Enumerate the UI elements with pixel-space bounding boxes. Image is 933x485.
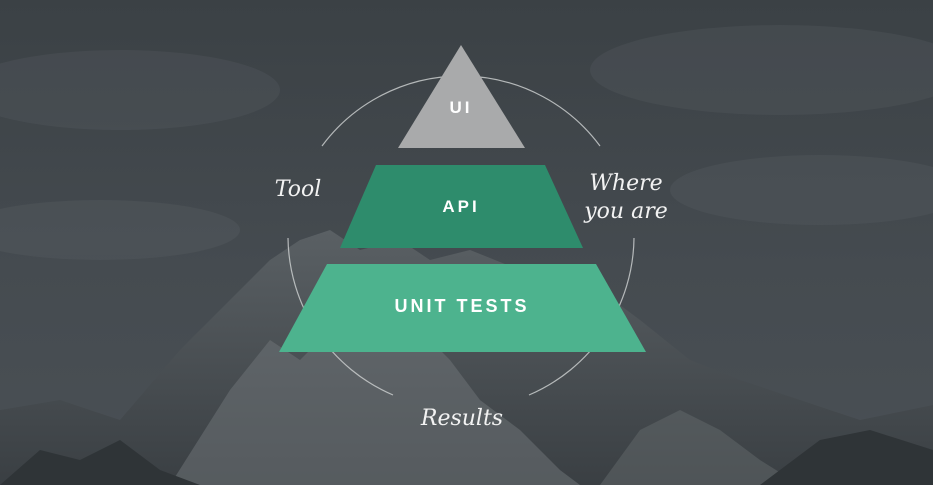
- label-tool: Tool: [275, 177, 322, 202]
- cloud-shapes: [0, 25, 933, 260]
- tier-label-unit-tests: UNIT TESTS: [394, 296, 529, 316]
- pyramid-tier-unit-tests: [279, 264, 646, 352]
- mountain-range: [0, 230, 933, 485]
- pyramid-tier-api: [340, 165, 583, 248]
- tier-label-ui: UI: [450, 98, 473, 117]
- tier-label-api: API: [442, 197, 479, 216]
- label-where: Where: [589, 171, 662, 196]
- label-results: Results: [420, 406, 503, 431]
- label-you-are: you are: [583, 199, 668, 224]
- pyramid-tier-ui: [398, 45, 525, 148]
